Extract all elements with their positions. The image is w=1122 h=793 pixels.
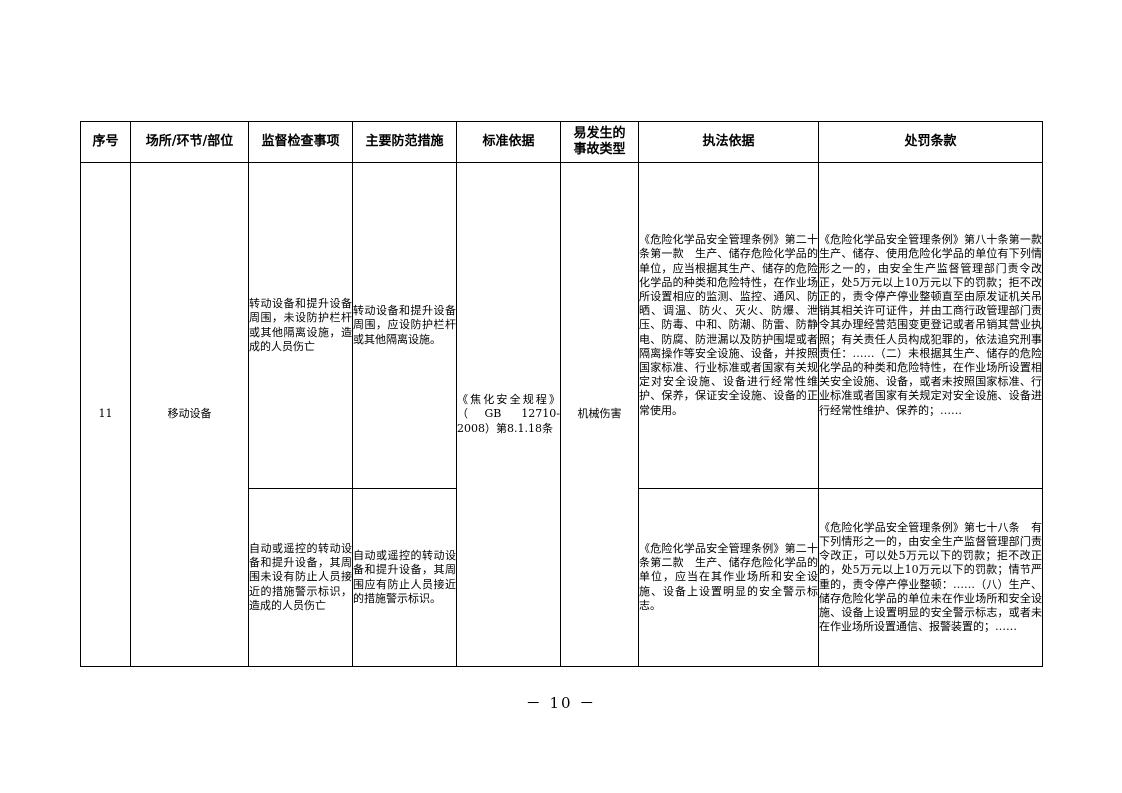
page-number: － 10 － (525, 694, 597, 712)
measure-cell: 自动或遥控的转动设备和提升设备，其周围应有防止人员接近的措施警示标识。 (352, 488, 457, 667)
inspection-cell: 转动设备和提升设备周围，未设防护栏杆或其他隔离设施，造成的人员伤亡 (248, 162, 353, 489)
legal-basis-cell: 《危险化学品安全管理条例》第二十条第一款 生产、储存危险化学品的单位，应当根据其… (638, 162, 819, 489)
accident-type-cell: 机械伤害 (560, 162, 639, 667)
seq-cell: 11 (80, 162, 131, 667)
location-cell: 移动设备 (130, 162, 249, 667)
legal-basis-cell: 《危险化学品安全管理条例》第二十条第二款 生产、储存危险化学品的单位，应当在其作… (638, 488, 819, 667)
table-row: 11 移动设备 转动设备和提升设备周围，未设防护栏杆或其他隔离设施，造成的人员伤… (80, 162, 1053, 667)
regulation-table: 序号 场所/环节/部位 监督检查事项 主要防范措施 标准依据 易发生的 事故类型… (80, 121, 1053, 667)
table-row: 自动或遥控的转动设备和提升设备，其周围未设有防止人员接近的措施警示标识，造成的人… (81, 488, 1043, 667)
standard-cell: 《焦化安全规程》（GB 12710-2008）第8.1.18条 (456, 162, 561, 667)
header-standard: 标准依据 (456, 121, 561, 163)
measure-cell: 转动设备和提升设备周围，应设防护栏杆或其他隔离设施。 (352, 162, 457, 489)
header-accident-type: 易发生的 事故类型 (560, 121, 639, 163)
penalty-cell: 《危险化学品安全管理条例》第八十条第一款 生产、储存、使用危险化学品的单位有下列… (818, 162, 1053, 489)
inspection-cell: 自动或遥控的转动设备和提升设备，其周围未设有防止人员接近的措施警示标识，造成的人… (248, 488, 353, 667)
header-measure: 主要防范措施 (352, 121, 457, 163)
header-location: 场所/环节/部位 (130, 121, 249, 163)
header-legal-basis: 执法依据 (638, 121, 819, 163)
penalty-cell: 《危险化学品安全管理条例》第七十八条 有下列情形之一的，由安全生产监督管理部门责… (818, 488, 1043, 667)
header-inspection: 监督检查事项 (248, 121, 353, 163)
header-penalty: 处罚条款 (818, 121, 1043, 163)
header-row: 序号 场所/环节/部位 监督检查事项 主要防范措施 标准依据 易发生的 事故类型… (80, 121, 1043, 163)
header-seq: 序号 (80, 121, 131, 163)
